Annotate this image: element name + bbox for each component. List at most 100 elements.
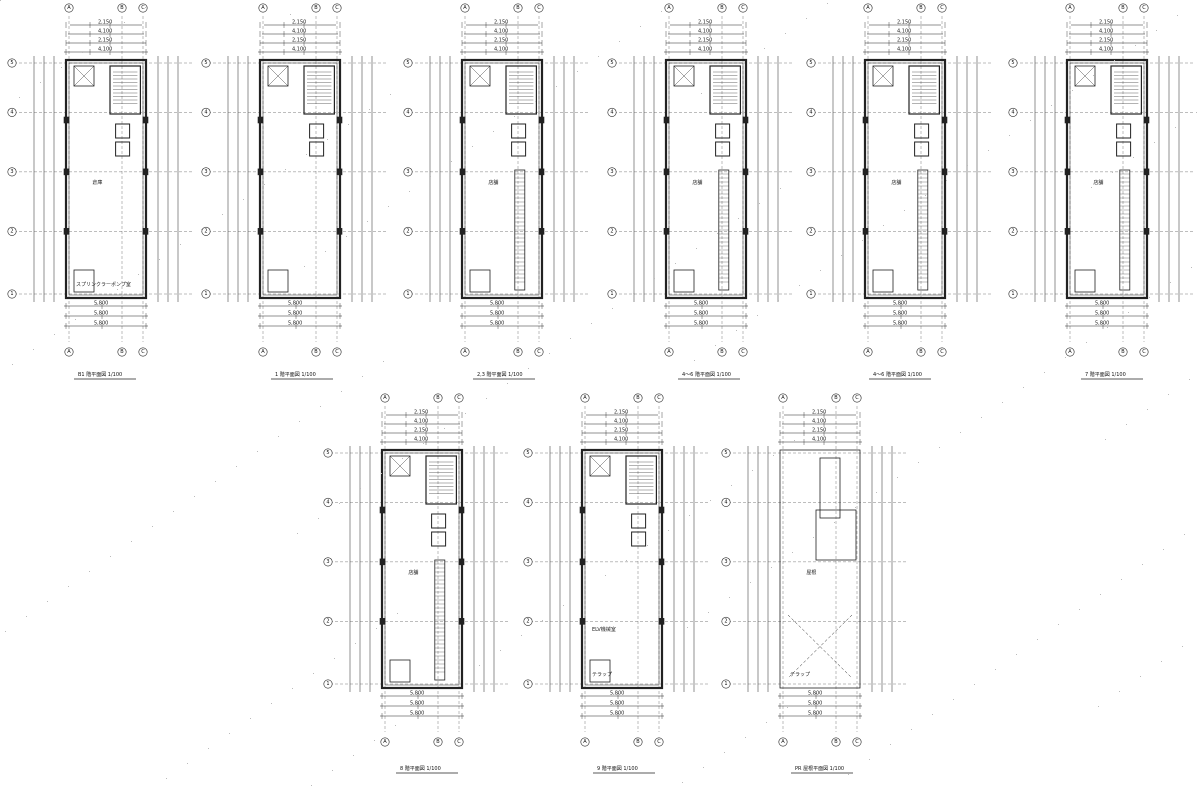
scan-speck — [40, 82, 41, 83]
scan-speck — [444, 428, 445, 429]
scan-speck — [1072, 90, 1073, 91]
svg-text:C: C — [657, 739, 661, 745]
column — [658, 558, 665, 566]
scan-speck — [633, 293, 634, 294]
grid-bubble — [323, 497, 333, 507]
scan-speck — [348, 124, 349, 125]
grid-bubble — [7, 58, 17, 68]
scan-speck — [514, 116, 515, 117]
svg-text:5: 5 — [809, 60, 812, 66]
stair-core — [303, 65, 335, 115]
grid-bubble — [1008, 226, 1018, 236]
scan-speck — [304, 266, 305, 267]
scan-speck — [1121, 579, 1122, 580]
scan-speck — [743, 63, 744, 64]
grid-bubble — [1008, 107, 1018, 117]
svg-text:4,100: 4,100 — [698, 47, 712, 53]
svg-text:5,800: 5,800 — [410, 711, 424, 717]
scan-speck — [1114, 60, 1115, 61]
scan-speck — [528, 368, 529, 369]
scan-speck — [388, 206, 389, 207]
grid-bubble — [717, 3, 727, 13]
scan-speck — [918, 462, 919, 463]
column — [257, 168, 264, 176]
grid-bubble — [311, 347, 321, 357]
shaft — [872, 65, 894, 87]
scan-speck — [953, 699, 954, 700]
scan-speck — [834, 522, 835, 523]
elevator — [511, 141, 527, 157]
grid-bubble — [380, 737, 390, 747]
grid-bubble — [778, 393, 788, 403]
grid-bubble — [1008, 289, 1018, 299]
plan-caption: 9 階平面図 1/100 — [597, 765, 638, 772]
scan-speck — [778, 300, 779, 301]
svg-text:C: C — [457, 395, 461, 401]
scan-speck — [785, 33, 786, 34]
scan-speck — [1037, 639, 1038, 640]
scan-speck — [271, 703, 272, 704]
svg-text:4,100: 4,100 — [98, 29, 112, 35]
grid-bubble — [403, 167, 413, 177]
svg-text:C: C — [537, 349, 541, 355]
scan-speck — [19, 97, 20, 98]
scan-speck — [862, 240, 863, 241]
svg-text:1: 1 — [326, 681, 329, 687]
svg-text:B: B — [834, 739, 838, 745]
scan-speck — [974, 684, 975, 685]
scan-speck — [47, 601, 48, 602]
scan-speck — [327, 139, 328, 140]
column — [458, 506, 465, 514]
scan-speck — [376, 628, 377, 629]
grid-bubble — [1118, 347, 1128, 357]
elevator — [431, 531, 447, 547]
grid-bubble — [323, 557, 333, 567]
scan-speck — [799, 285, 800, 286]
scan-speck — [780, 188, 781, 189]
floor-plan-f6: 4,1002,1504,1002,1505,8005,8005,800AABBC… — [806, 3, 991, 380]
column — [142, 228, 149, 235]
grid-bubble — [403, 289, 413, 299]
svg-text:5,800: 5,800 — [1095, 301, 1109, 307]
scan-speck — [792, 552, 793, 553]
column — [336, 168, 343, 176]
svg-text:1: 1 — [526, 681, 529, 687]
floor-plan-f45: 4,1002,1504,1002,1505,8005,8005,800AABBC… — [607, 3, 792, 380]
scan-speck — [1161, 661, 1162, 662]
outer-wall — [380, 448, 464, 690]
scan-speck — [1051, 105, 1052, 106]
svg-text:2: 2 — [10, 228, 13, 234]
svg-text:5: 5 — [1011, 60, 1014, 66]
grid-bubble — [523, 557, 533, 567]
scan-speck — [152, 526, 153, 527]
wc — [673, 269, 695, 293]
grid-bubble — [852, 393, 862, 403]
svg-text:2,150: 2,150 — [414, 410, 428, 416]
floor-plan-f23: 4,1002,1504,1002,1505,8005,8005,800AABBC… — [403, 3, 588, 380]
svg-text:3: 3 — [326, 559, 329, 565]
scan-speck — [243, 199, 244, 200]
wc — [389, 659, 411, 683]
scan-speck — [626, 560, 627, 561]
floor-plan-f9: 4,1002,1504,1002,1505,8005,8005,800AABBC… — [523, 393, 708, 774]
svg-text:4,100: 4,100 — [812, 419, 826, 425]
scan-speck — [430, 176, 431, 177]
floor-plan-pr: 4,1002,1504,1002,1505,8005,8005,800AABBC… — [721, 393, 906, 774]
scan-speck — [1184, 534, 1185, 535]
svg-text:4: 4 — [10, 109, 13, 115]
scan-speck — [1133, 157, 1134, 158]
svg-text:B: B — [636, 739, 640, 745]
grid-bubble — [332, 3, 342, 13]
column — [379, 558, 386, 566]
svg-text:2,150: 2,150 — [698, 38, 712, 44]
grid-bubble — [323, 448, 333, 458]
svg-text:4,100: 4,100 — [414, 437, 428, 443]
svg-text:2,150: 2,150 — [494, 20, 508, 26]
scan-speck — [292, 688, 293, 689]
scan-speck — [981, 417, 982, 418]
scan-speck — [390, 94, 391, 95]
svg-text:4,100: 4,100 — [292, 29, 306, 35]
grid-bubble — [654, 737, 664, 747]
scan-speck — [757, 315, 758, 316]
svg-text:A: A — [866, 349, 870, 355]
